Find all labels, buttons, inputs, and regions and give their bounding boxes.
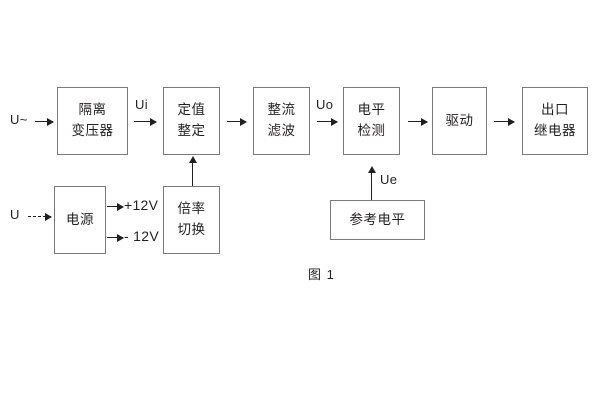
block-reference-level: 参考电平	[330, 200, 425, 240]
arrow-setpoint-to-rectify-filter	[227, 117, 247, 126]
block-level-detect: 电平 检测	[343, 87, 400, 155]
block-level-detect-line2: 检测	[357, 123, 386, 138]
block-power-supply-line1: 电源	[66, 211, 94, 227]
block-isolation-transformer-line1: 隔离	[78, 102, 107, 118]
rail-label-positive: +12V	[124, 197, 159, 213]
block-output-relay: 出口 继电器	[522, 87, 588, 155]
block-multiplier-switch: 倍率 切换	[163, 186, 220, 254]
block-rectify-filter-line1: 整流	[267, 102, 296, 118]
arrow-rail-negative	[107, 233, 124, 242]
block-multiplier-switch-line2: 切换	[177, 222, 206, 237]
block-reference-level-line1: 参考电平	[349, 211, 406, 227]
block-setpoint-setting-line2: 整定	[177, 123, 206, 138]
input-label-ac: U~	[10, 112, 28, 127]
arrow-reference-level-to-level-detect	[367, 166, 376, 200]
arrow-level-detect-to-drive	[408, 117, 428, 126]
block-rectify-filter-line2: 滤波	[267, 123, 296, 138]
block-isolation-transformer-line2: 变压器	[71, 123, 114, 138]
rail-label-negative: - 12V	[124, 228, 159, 244]
block-drive-line1: 驱动	[445, 112, 474, 128]
arrow-drive-to-output-relay	[494, 117, 515, 126]
arrow-input-dc-to-power-supply	[28, 213, 52, 221]
input-label-dc: U	[10, 207, 20, 222]
block-rectify-filter: 整流 滤波	[253, 87, 310, 155]
block-setpoint-setting: 定值 整定	[163, 87, 220, 155]
block-power-supply: 电源	[54, 186, 106, 254]
arrow-rail-positive	[107, 202, 124, 211]
block-setpoint-setting-line1: 定值	[177, 102, 206, 118]
block-drive: 驱动	[432, 87, 487, 155]
block-level-detect-line1: 电平	[357, 102, 386, 118]
arrow-multiplier-switch-to-setpoint	[188, 156, 197, 186]
arrow-input-ac-to-isolation-transformer	[35, 117, 54, 126]
figure-caption: 图 1	[308, 267, 335, 282]
signal-label-ue: Ue	[380, 172, 398, 187]
arrow-isolation-transformer-to-setpoint	[134, 117, 157, 126]
arrow-rectify-filter-to-level-detect	[317, 117, 338, 126]
signal-label-ui: Ui	[135, 97, 148, 112]
signal-label-uo: Uo	[316, 97, 334, 112]
block-output-relay-line1: 出口	[541, 102, 569, 118]
block-multiplier-switch-line1: 倍率	[177, 201, 206, 217]
block-isolation-transformer: 隔离 变压器	[57, 87, 128, 155]
block-output-relay-line2: 继电器	[534, 123, 576, 138]
